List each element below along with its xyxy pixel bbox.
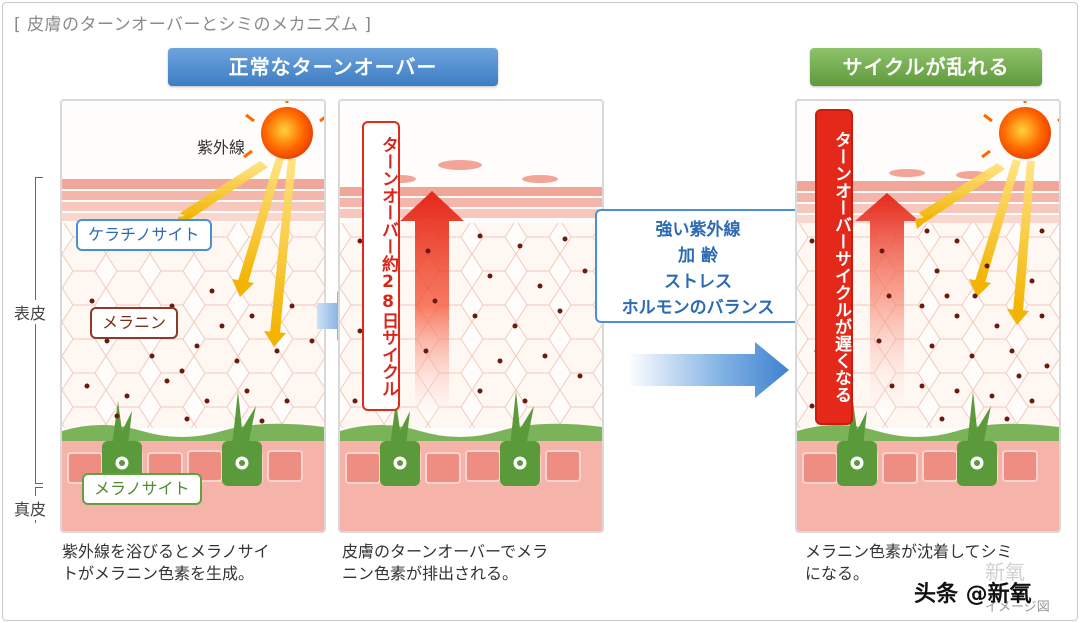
watermark-main: 头条 @新氧	[914, 582, 1032, 607]
header-cycle-disrupted: サイクルが乱れる	[810, 48, 1042, 86]
panel-spot-formation: ターンオーバーサイクルが遅くなる	[795, 99, 1061, 533]
caption-panel2: 皮膚のターンオーバーでメラ ニン色素が排出される。	[342, 541, 548, 585]
epidermis-label: 表皮	[14, 300, 47, 324]
diagram-title: [ 皮膚のターンオーバーとシミのメカニズム ]	[14, 15, 372, 35]
panel-melanin-production: 紫外線 ケラチノサイト メラニン メラノサイト	[60, 99, 326, 533]
caption-panel1: 紫外線を浴びるとメラノサイ トがメラニン色素を生成。	[62, 541, 270, 585]
disruption-factors-box: 強い紫外線 加 齢 ストレス ホルモンのバランス	[595, 209, 801, 323]
melanocyte-callout: メラノサイト	[82, 473, 202, 505]
caption-panel1-line1: 紫外線を浴びるとメラノサイ	[62, 542, 270, 561]
melanin-callout: メラニン	[90, 307, 179, 339]
watermark-faint: 新氧	[985, 560, 1025, 584]
caption-panel3: メラニン色素が沈着してシミ になる。	[805, 541, 1013, 585]
factor-strong-uv: 強い紫外線	[655, 220, 741, 240]
image-note: イメージ図	[985, 600, 1050, 615]
caption-panel3-line1: メラニン色素が沈着してシミ	[805, 542, 1013, 561]
header-normal-turnover: 正常なターンオーバー	[168, 48, 498, 86]
panel-melanin-excretion: ターンオーバー約28日サイクル	[338, 99, 604, 533]
factor-stress: ストレス	[664, 272, 732, 292]
keratinocyte-callout: ケラチノサイト	[76, 219, 212, 251]
big-arrow-right-icon	[627, 342, 789, 398]
factor-aging: 加 齢	[678, 246, 718, 266]
caption-panel1-line2: トがメラニン色素を生成。	[62, 564, 255, 583]
caption-panel2-line1: 皮膚のターンオーバーでメラ	[342, 542, 549, 561]
dermis-label: 真皮	[14, 496, 47, 520]
caption-panel3-line2: になる。	[805, 564, 870, 583]
turnover-28day-tag: ターンオーバー約28日サイクル	[362, 121, 400, 411]
caption-panel2-line2: ニン色素が排出される。	[342, 564, 519, 583]
slow-turnover-tag: ターンオーバーサイクルが遅くなる	[815, 109, 853, 425]
uv-label: 紫外線	[197, 138, 246, 157]
factor-hormone-balance: ホルモンのバランス	[621, 298, 775, 318]
epidermis-bracket	[35, 177, 36, 483]
